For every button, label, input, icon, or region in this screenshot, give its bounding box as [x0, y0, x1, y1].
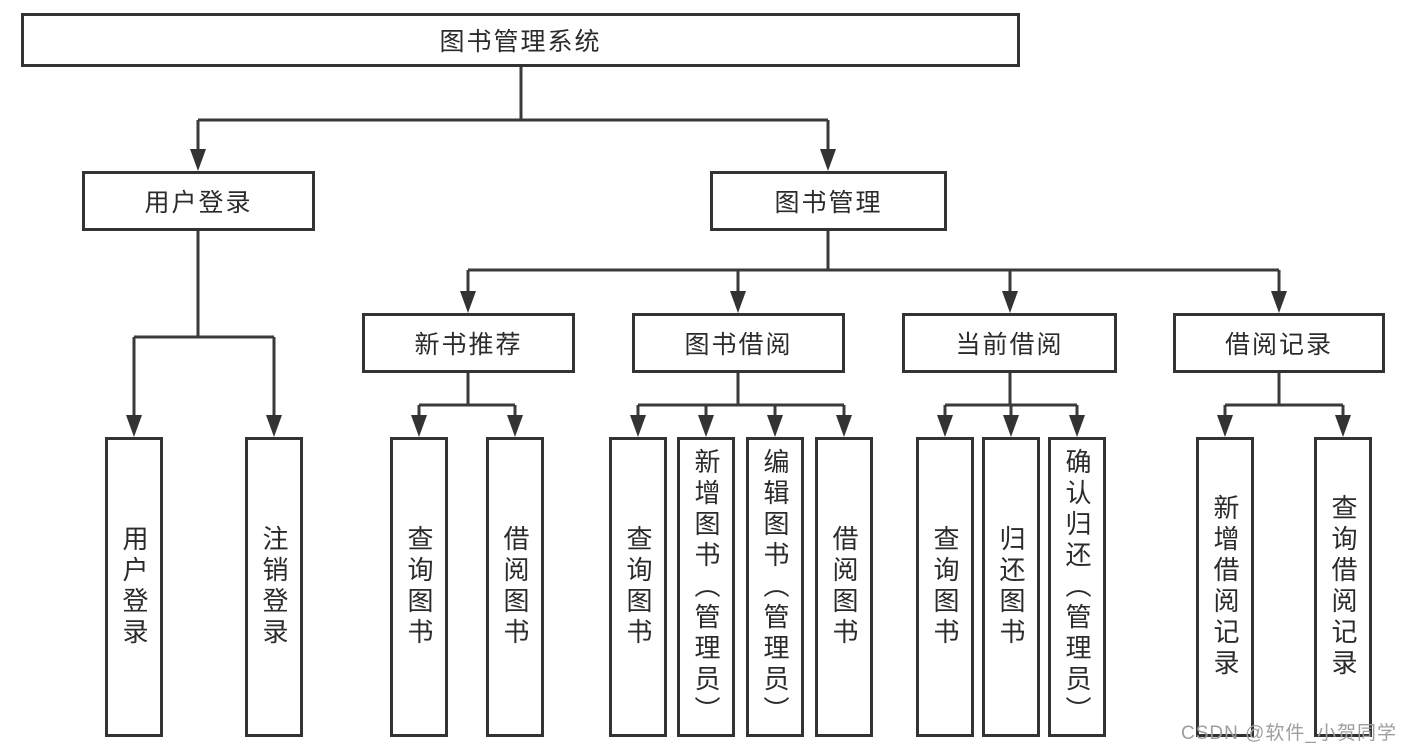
- node-label: 用户登录: [144, 189, 253, 217]
- node-label: 图书借阅: [684, 331, 793, 359]
- leaf-query-borrow-record: 查询借阅记录: [1314, 437, 1372, 737]
- leaf-edit-books-admin: 编辑图书（管理员）: [746, 437, 804, 737]
- node-borrow-records: 借阅记录: [1173, 313, 1385, 373]
- node-label: 借阅图书: [500, 525, 530, 649]
- node-library-management-system: 图书管理系统: [21, 13, 1020, 67]
- leaf-query-books-recommend: 查询图书: [390, 437, 448, 737]
- leaf-return-books: 归还图书: [982, 437, 1040, 737]
- node-label: 借阅记录: [1224, 331, 1333, 359]
- leaf-borrow-books-recommend: 借阅图书: [486, 437, 544, 737]
- node-label: 用户登录: [119, 525, 149, 649]
- node-book-management: 图书管理: [710, 171, 947, 231]
- node-label: 编辑图书（管理员）: [760, 447, 790, 727]
- node-label: 查询借阅记录: [1328, 494, 1358, 680]
- leaf-user-login: 用户登录: [105, 437, 163, 737]
- leaf-query-books-current: 查询图书: [916, 437, 974, 737]
- leaf-logout: 注销登录: [245, 437, 303, 737]
- node-label: 当前借阅: [955, 331, 1064, 359]
- node-label: 查询图书: [404, 525, 434, 649]
- node-label: 查询图书: [930, 525, 960, 649]
- leaf-confirm-return-admin: 确认归还（管理员）: [1048, 437, 1106, 737]
- node-label: 借阅图书: [829, 525, 859, 649]
- node-label: 新增借阅记录: [1210, 494, 1240, 680]
- node-label: 确认归还（管理员）: [1062, 447, 1092, 727]
- node-label: 图书管理: [774, 189, 883, 217]
- node-user-login: 用户登录: [82, 171, 315, 231]
- node-label: 查询图书: [623, 525, 653, 649]
- node-new-book-recommend: 新书推荐: [362, 313, 575, 373]
- arrowhead-icons: [126, 149, 1351, 437]
- node-label: 新增图书（管理员）: [691, 447, 721, 727]
- node-label: 注销登录: [259, 525, 289, 649]
- leaf-add-borrow-record: 新增借阅记录: [1196, 437, 1254, 737]
- node-current-borrow: 当前借阅: [902, 313, 1117, 373]
- node-label: 新书推荐: [414, 331, 523, 359]
- node-label: 图书管理系统: [439, 28, 602, 56]
- csdn-watermark: CSDN @软件_小贺同学: [1181, 723, 1397, 744]
- node-book-borrow: 图书借阅: [632, 313, 845, 373]
- node-label: 归还图书: [996, 525, 1026, 649]
- leaf-add-books-admin: 新增图书（管理员）: [677, 437, 735, 737]
- leaf-borrow-books: 借阅图书: [815, 437, 873, 737]
- leaf-query-books-borrow: 查询图书: [609, 437, 667, 737]
